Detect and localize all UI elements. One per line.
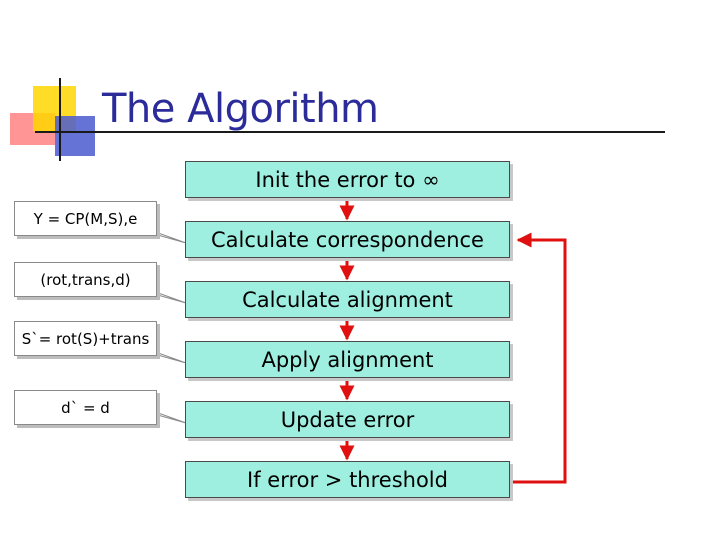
callout-2: (rot,trans,d): [14, 262, 157, 297]
callout-4: d` = d: [14, 390, 157, 425]
step-update-error: Update error: [185, 401, 510, 438]
decor-vertical-line: [59, 78, 61, 161]
callout-3: S`= rot(S)+trans: [14, 321, 157, 356]
step-apply-alignment: Apply alignment: [185, 341, 510, 378]
loop-back-arrow: [512, 232, 567, 484]
slide-title: The Algorithm: [102, 86, 379, 132]
step-calculate-alignment: Calculate alignment: [185, 281, 510, 318]
step-calculate-correspondence: Calculate correspondence: [185, 221, 510, 258]
title-underline: [35, 131, 665, 133]
decor-blue-square: [55, 116, 95, 156]
callout-1: Y = CP(M,S),e: [14, 201, 157, 236]
step-init-error: Init the error to ∞: [185, 161, 510, 198]
step-threshold-check: If error > threshold: [185, 461, 510, 498]
